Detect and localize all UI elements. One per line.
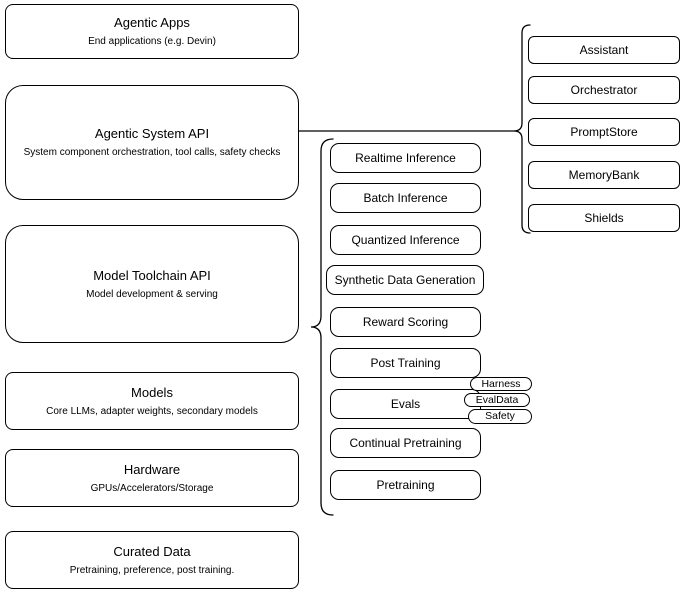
pill-safety: Safety [468, 409, 532, 424]
node-hardware: Hardware GPUs/Accelerators/Storage [5, 449, 299, 507]
node-subtitle: GPUs/Accelerators/Storage [90, 482, 214, 494]
node-label: Post Training [370, 356, 441, 370]
node-label: Continual Pretraining [349, 436, 462, 450]
pill-evaldata: EvalData [464, 393, 530, 407]
node-memorybank: MemoryBank [528, 161, 680, 189]
node-subtitle: Core LLMs, adapter weights, secondary mo… [46, 405, 258, 417]
node-orchestrator: Orchestrator [528, 76, 680, 104]
pill-label: Safety [485, 410, 515, 422]
node-shields: Shields [528, 204, 680, 232]
node-promptstore: PromptStore [528, 118, 680, 146]
node-evals: Evals [330, 389, 481, 419]
node-title: Agentic System API [94, 126, 210, 141]
node-title: Model Toolchain API [93, 267, 211, 283]
node-label: Evals [390, 397, 421, 411]
node-model-toolchain-api: Model Toolchain API Model development & … [5, 225, 299, 343]
node-subtitle: Model development & serving [86, 288, 218, 300]
node-curated-data: Curated Data Pretraining, preference, po… [5, 531, 299, 589]
node-label: Orchestrator [570, 83, 638, 97]
node-label: Reward Scoring [362, 315, 449, 329]
node-title: Curated Data [113, 543, 191, 559]
node-label: Batch Inference [363, 191, 448, 205]
node-title: Hardware [123, 461, 181, 477]
node-label: Assistant [579, 43, 629, 57]
node-synthetic-data-generation: Synthetic Data Generation [326, 265, 484, 295]
node-agentic-apps: Agentic Apps End applications (e.g. Devi… [5, 4, 299, 59]
node-label: Shields [584, 211, 624, 225]
node-subtitle: Pretraining, preference, post training. [69, 564, 235, 576]
node-quantized-inference: Quantized Inference [330, 225, 481, 255]
node-agentic-system-api: Agentic System API System component orch… [5, 85, 299, 200]
node-continual-pretraining: Continual Pretraining [330, 428, 481, 458]
node-label: Quantized Inference [351, 233, 460, 247]
node-subtitle: System component orchestration, tool cal… [23, 147, 281, 158]
node-label: PromptStore [570, 125, 638, 139]
node-label: Synthetic Data Generation [334, 273, 476, 287]
node-reward-scoring: Reward Scoring [330, 307, 481, 337]
node-realtime-inference: Realtime Inference [330, 143, 481, 173]
pill-label: Harness [481, 377, 521, 390]
node-title: Models [131, 384, 173, 400]
node-assistant: Assistant [528, 36, 680, 64]
node-label: Pretraining [376, 478, 435, 492]
node-label: MemoryBank [568, 168, 640, 182]
node-batch-inference: Batch Inference [330, 183, 481, 213]
node-pretraining: Pretraining [330, 470, 481, 500]
pill-label: EvalData [475, 393, 519, 406]
node-models: Models Core LLMs, adapter weights, secon… [5, 372, 299, 430]
node-subtitle: End applications (e.g. Devin) [88, 36, 216, 47]
pill-harness: Harness [470, 377, 532, 391]
node-post-training: Post Training [330, 348, 481, 378]
node-label: Realtime Inference [355, 151, 456, 165]
node-title: Agentic Apps [114, 15, 190, 30]
